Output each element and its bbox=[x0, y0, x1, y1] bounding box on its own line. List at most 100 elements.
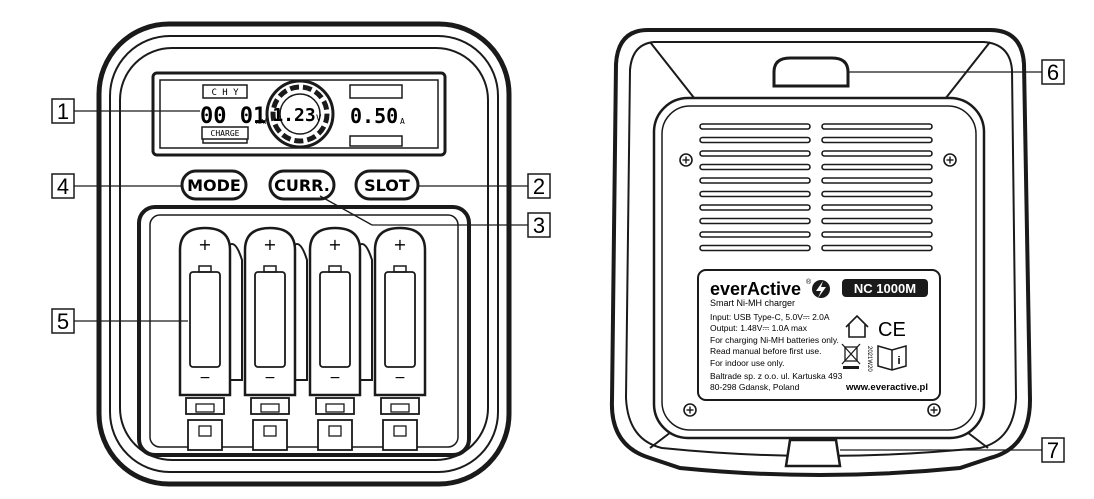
vent-slot bbox=[699, 177, 811, 184]
read-manual-icon: i bbox=[877, 345, 907, 371]
front-face bbox=[119, 47, 489, 461]
callout-1: 1 bbox=[51, 98, 75, 124]
lcd-box-bottom-right bbox=[349, 135, 403, 147]
vent-slot bbox=[699, 231, 811, 238]
slot-button[interactable]: SLOT bbox=[354, 169, 420, 201]
screw-icon bbox=[927, 403, 941, 417]
label-model-badge bbox=[842, 279, 928, 297]
mode-button-label: MODE bbox=[187, 176, 241, 195]
slot-minus-sign: − bbox=[394, 370, 406, 386]
back-plate-inner bbox=[661, 105, 977, 431]
vent-slot bbox=[821, 244, 933, 252]
label-note-3: For indoor use only. bbox=[710, 358, 785, 368]
indoor-use-icon bbox=[845, 314, 869, 338]
vent-slot bbox=[821, 190, 933, 198]
vent-slot bbox=[821, 136, 933, 144]
mode-button[interactable]: MODE bbox=[180, 169, 248, 201]
svg-text:2: 2 bbox=[533, 174, 545, 199]
vent-slot bbox=[821, 123, 933, 130]
lcd-chem-text: C H Y bbox=[211, 88, 239, 98]
manual-icon-letter: i bbox=[897, 355, 900, 367]
svg-text:1: 1 bbox=[57, 99, 69, 124]
vent-slot bbox=[699, 190, 811, 198]
curr-button-label: CURR. bbox=[274, 176, 330, 195]
battery-slot: +− bbox=[243, 226, 297, 451]
label-subtitle: Smart Ni-MH charger bbox=[710, 298, 795, 308]
slot-plus-sign: + bbox=[198, 235, 211, 254]
vent-slot bbox=[821, 163, 933, 171]
screws bbox=[679, 153, 957, 417]
lcd-mode-box bbox=[201, 126, 249, 140]
vent-slot bbox=[699, 163, 811, 171]
label-address-2: 80-298 Gdansk, Poland bbox=[710, 382, 800, 392]
vent-slot bbox=[699, 217, 811, 225]
callout-2: 2 bbox=[527, 173, 551, 199]
rating-label: everActive ® NC 1000M Smart Ni-MH charge… bbox=[697, 269, 941, 401]
vent-slot bbox=[699, 204, 811, 211]
label-brand-mark: ® bbox=[806, 278, 812, 286]
slot-button-label: SLOT bbox=[364, 176, 410, 195]
ce-mark: CE bbox=[878, 319, 906, 341]
callout-6: 6 bbox=[1041, 59, 1065, 85]
vent-slot bbox=[699, 136, 811, 144]
callout-4: 4 bbox=[51, 173, 75, 199]
callout-5: 5 bbox=[51, 308, 75, 334]
vent-slot bbox=[821, 217, 933, 225]
slot-plus-sign: + bbox=[393, 235, 406, 254]
callouts: 1 2 3 4 5 6 7 bbox=[51, 59, 1065, 463]
label-input: Input: USB Type-C, 5.0V⎓ 2.0A bbox=[710, 312, 830, 322]
lcd-capacity-unit: mAh bbox=[256, 118, 269, 126]
lcd-voltage: 1.23 bbox=[272, 105, 315, 126]
screw-icon bbox=[679, 153, 693, 167]
weee-bin-icon bbox=[841, 343, 861, 369]
label-note-2: Read manual before first use. bbox=[710, 346, 822, 356]
slot-minus-sign: − bbox=[264, 370, 276, 386]
svg-text:3: 3 bbox=[533, 213, 545, 238]
callout-3: 3 bbox=[527, 212, 551, 238]
charger-back: everActive ® NC 1000M Smart Ni-MH charge… bbox=[609, 28, 1033, 477]
svg-text:7: 7 bbox=[1047, 438, 1059, 463]
lcd-current: 0.50 bbox=[350, 104, 398, 128]
vent-slot bbox=[699, 244, 811, 252]
slot-plus-sign: + bbox=[263, 235, 276, 254]
bottom-tab bbox=[784, 438, 842, 468]
screw-icon bbox=[683, 403, 697, 417]
label-date-code: 2021W20 bbox=[866, 346, 872, 372]
usb-port-cover bbox=[772, 56, 850, 88]
callout-3-leader bbox=[319, 195, 373, 226]
front-inner-shell bbox=[109, 35, 499, 473]
lcd-mode-text: CHARGE bbox=[211, 129, 240, 138]
battery-slots: +−+−+−+− bbox=[178, 226, 427, 451]
slot-plus-sign: + bbox=[328, 235, 341, 254]
label-website: www.everactive.pl bbox=[845, 382, 928, 393]
lcd-voltage-unit: V bbox=[316, 114, 322, 124]
label-note-1: For charging Ni-MH batteries only. bbox=[710, 335, 839, 345]
vent-slot bbox=[821, 150, 933, 157]
lcd-display: C H Y 00 01 mAh CHARGE 1.23 V 0.50 A bbox=[151, 71, 447, 157]
lcd-capacity: 00 01 bbox=[200, 104, 266, 129]
vent-slot bbox=[821, 177, 933, 184]
lcd-chem-box bbox=[202, 84, 248, 99]
battery-slot: +− bbox=[178, 226, 232, 451]
battery-slot: +− bbox=[308, 226, 362, 451]
label-model: NC 1000M bbox=[854, 281, 916, 296]
label-address-1: Baltrade sp. z o.o. ul. Kartuska 493 bbox=[710, 371, 843, 381]
lcd-box-top-right bbox=[349, 84, 403, 99]
callout-7: 7 bbox=[1041, 437, 1065, 463]
vent-slot bbox=[821, 204, 933, 211]
slot-minus-sign: − bbox=[329, 370, 341, 386]
lightning-bolt-icon bbox=[816, 281, 826, 298]
battery-slot: +− bbox=[373, 226, 427, 451]
lcd-current-unit: A bbox=[400, 117, 405, 126]
vent-slot bbox=[699, 123, 811, 130]
label-output: Output: 1.48V⎓ 1.0A max bbox=[710, 323, 808, 333]
vent-slot bbox=[821, 231, 933, 238]
svg-text:6: 6 bbox=[1047, 60, 1059, 85]
ventilation-slots bbox=[699, 123, 933, 252]
svg-text:4: 4 bbox=[57, 174, 69, 199]
curr-button[interactable]: CURR. bbox=[268, 169, 336, 201]
slot-minus-sign: − bbox=[199, 370, 211, 386]
label-brand: everActive bbox=[710, 279, 801, 299]
svg-text:5: 5 bbox=[57, 309, 69, 334]
